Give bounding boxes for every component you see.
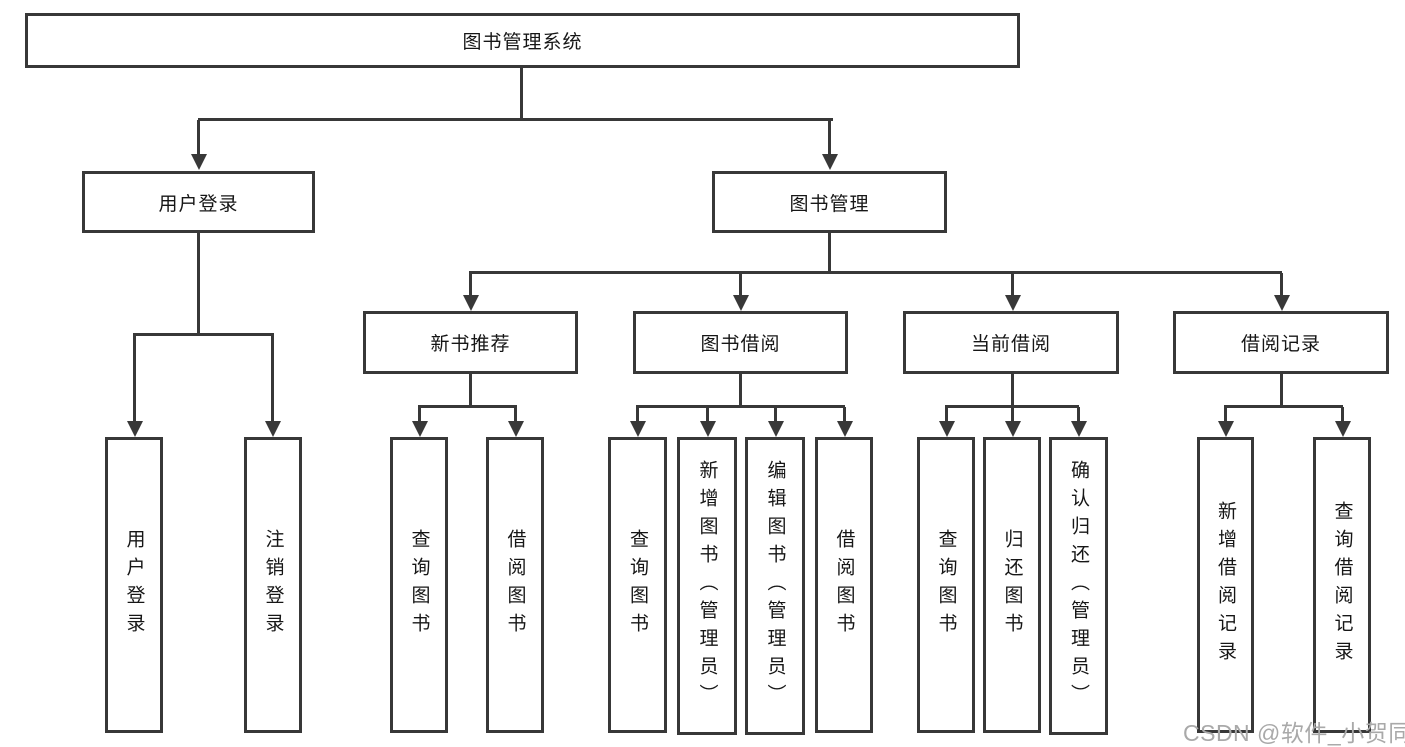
leaf-label: 查询借阅记录	[1331, 501, 1353, 669]
node-book-management: 图书管理	[712, 171, 947, 233]
arrow-to-user-login	[197, 120, 200, 154]
leaf-logout: 注销登录	[244, 437, 302, 733]
leaf-query-borrow-record: 查询借阅记录	[1313, 437, 1371, 733]
node-label: 当前借阅	[970, 334, 1051, 355]
arrow-leaf	[418, 407, 421, 421]
arrow-to-leaf-login	[133, 335, 136, 421]
leaf-label: 确认归还（管理员）	[1068, 460, 1089, 712]
leaf-label: 借阅图书	[504, 529, 526, 641]
arrow-leaf	[1011, 407, 1014, 421]
connector-user-login-stem	[197, 233, 200, 335]
arrow-leaf	[1341, 407, 1344, 421]
leaf-label: 归还图书	[1001, 529, 1023, 641]
connector-book-borrowing-rail	[636, 405, 845, 408]
arrow-to-leaf-logout	[271, 335, 274, 421]
node-book-borrowing: 图书借阅	[633, 311, 848, 374]
node-label: 借阅记录	[1240, 334, 1321, 355]
leaf-label: 注销登录	[262, 529, 284, 641]
leaf-label: 用户登录	[123, 529, 145, 641]
arrow-to-book-borrowing	[739, 273, 742, 295]
arrow-leaf	[706, 407, 709, 421]
leaf-label: 新增借阅记录	[1215, 501, 1236, 669]
connector-level3-rail	[469, 271, 1282, 274]
leaf-user-login: 用户登录	[105, 437, 163, 733]
connector-book-management-stem	[828, 233, 831, 273]
connector-new-book-stem	[469, 374, 472, 407]
arrow-to-new-book-recommend	[469, 273, 472, 295]
connector-root-stem	[520, 68, 523, 120]
connector-current-borrowing-stem	[1011, 374, 1014, 407]
node-label: 图书管理系统	[462, 32, 583, 53]
arrow-leaf	[514, 407, 517, 421]
leaf-borrow-books-rec: 借阅图书	[486, 437, 544, 733]
connector-new-book-rail	[418, 405, 517, 408]
leaf-borrow-books: 借阅图书	[815, 437, 873, 733]
arrow-to-book-management	[828, 120, 831, 154]
node-current-borrowing: 当前借阅	[903, 311, 1119, 374]
node-borrowing-records: 借阅记录	[1173, 311, 1389, 374]
leaf-label: 查询图书	[408, 529, 430, 641]
node-label: 图书管理	[789, 193, 870, 215]
arrow-leaf	[774, 407, 777, 421]
leaf-label: 新增图书（管理员）	[696, 460, 718, 712]
node-new-book-recommend: 新书推荐	[363, 311, 578, 374]
node-label: 新书推荐	[430, 334, 511, 355]
leaf-label: 查询图书	[627, 529, 648, 641]
arrow-leaf	[843, 407, 846, 421]
arrow-leaf	[636, 407, 639, 421]
leaf-label: 查询图书	[935, 529, 957, 641]
node-user-login: 用户登录	[82, 171, 315, 233]
connector-borrowing-records-stem	[1280, 374, 1283, 407]
arrow-leaf	[1224, 407, 1227, 421]
connector-level2-rail	[198, 118, 833, 121]
node-root: 图书管理系统	[25, 13, 1020, 68]
connector-borrowing-records-rail	[1224, 405, 1343, 408]
node-label: 图书借阅	[700, 334, 781, 355]
leaf-add-books-admin: 新增图书（管理员）	[677, 437, 737, 735]
arrow-to-current-borrowing	[1011, 273, 1014, 295]
leaf-return-books: 归还图书	[983, 437, 1041, 733]
connector-book-borrowing-stem	[739, 374, 742, 407]
leaf-add-borrow-record: 新增借阅记录	[1197, 437, 1254, 733]
csdn-watermark: CSDN @软件_小贺同学	[1183, 720, 1405, 746]
leaf-query-books-rec: 查询图书	[390, 437, 448, 733]
node-label: 用户登录	[158, 193, 239, 215]
leaf-label: 编辑图书（管理员）	[764, 460, 786, 712]
arrow-leaf	[1077, 407, 1080, 421]
leaf-query-books-current: 查询图书	[917, 437, 975, 733]
arrow-leaf	[945, 407, 948, 421]
leaf-label: 借阅图书	[833, 529, 855, 641]
leaf-query-books-borrow: 查询图书	[608, 437, 667, 733]
connector-user-login-rail	[133, 333, 274, 336]
arrow-to-borrowing-records	[1280, 273, 1283, 295]
leaf-confirm-return-admin: 确认归还（管理员）	[1049, 437, 1108, 735]
leaf-edit-books-admin: 编辑图书（管理员）	[745, 437, 805, 735]
